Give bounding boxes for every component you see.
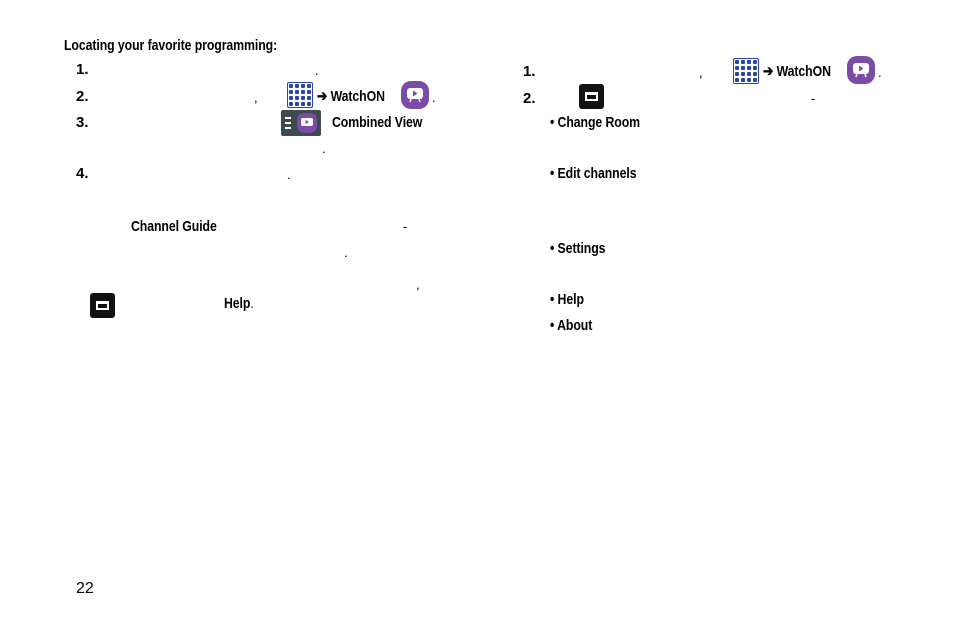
step-2-path: ➔ WatchON [317,87,385,105]
step-3-number: 3. [76,114,89,131]
step-2-punct: . [432,90,436,105]
combined-view-label: Combined View [332,114,423,131]
page-number: 22 [76,580,94,597]
bullet-change-room: • Change Room [550,114,641,131]
app-name-watchon: WatchON [330,88,385,105]
bullet-settings: • Settings [550,240,606,257]
watchon-icon [847,56,875,84]
menu-key-icon [90,293,115,318]
bullet-help: • Help [550,291,584,308]
right-step-1-path: ➔ WatchON [763,62,831,80]
step-2-comma: , [254,90,258,105]
bullet-about: • About [550,317,593,334]
help-label: Help [224,295,251,312]
right-step-1-number: 1. [523,63,536,80]
apps-grid-icon [287,82,313,108]
app-name-watchon: WatchON [776,63,831,80]
step-4-punct: . [287,167,291,182]
step-4-number: 4. [76,165,89,182]
section-heading: Locating your favorite programming: [64,37,278,54]
note-dash: - [403,219,408,234]
bullet-edit-channels: • Edit channels [550,165,637,182]
help-text: Help. [224,295,254,312]
step-1-number: 1. [76,61,89,78]
right-step-1-punct: . [878,65,882,80]
step-2-number: 2. [76,88,89,105]
right-step-2-number: 2. [523,90,536,107]
help-punct: . [250,295,254,312]
right-step-2-dash: - [811,91,816,106]
note-comma: , [416,277,420,292]
menu-key-icon [579,84,604,109]
note-dot: . [344,245,348,260]
arrow-icon: ➔ [763,63,774,80]
combined-view-icon [281,110,321,136]
watchon-icon [401,81,429,109]
arrow-icon: ➔ [317,88,328,105]
right-step-1-comma: , [699,65,703,80]
step-1-punct: . [315,63,319,78]
step-3-punct: . [322,141,326,156]
channel-guide-label: Channel Guide [131,218,217,235]
apps-grid-icon [733,58,759,84]
